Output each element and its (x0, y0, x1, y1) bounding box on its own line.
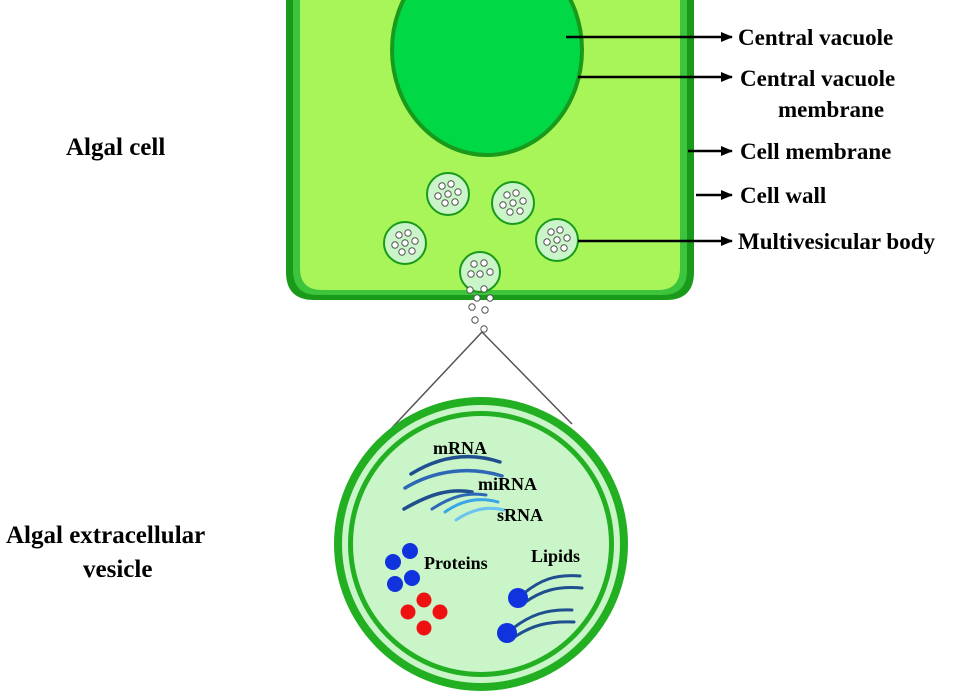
multivesicular-body-label: Multivesicular body (738, 229, 936, 254)
mrna-label: mRNA (433, 438, 487, 458)
algal-cell-label: Algal cell (66, 134, 165, 161)
central-vacuole-membrane-label-line2: membrane (778, 97, 884, 122)
extracellular-vesicle (334, 397, 628, 691)
mirna-label: miRNA (478, 474, 537, 494)
algal-cell (286, 0, 694, 300)
srna-label: sRNA (497, 505, 543, 525)
lipid-molecule (508, 574, 584, 608)
central-vacuole-membrane-label-line1: Central vacuole (740, 66, 895, 91)
multivesicular-body (383, 221, 427, 265)
released-vesicles (466, 285, 494, 333)
central-vacuole (390, 0, 584, 157)
lipids-label: Lipids (531, 546, 580, 566)
mrna-strand (403, 454, 504, 490)
central-vacuole-label: Central vacuole (738, 25, 893, 50)
cell-membrane-label: Cell membrane (740, 139, 891, 164)
protein-cluster-blue (385, 543, 420, 592)
proteins-label: Proteins (424, 553, 488, 573)
multivesicular-body (535, 218, 579, 262)
mirna-strand (402, 489, 488, 511)
multivesicular-body (491, 181, 535, 225)
lipid-molecule (497, 608, 576, 643)
cell-wall-label: Cell wall (740, 183, 826, 208)
zoom-lines (387, 331, 573, 433)
protein-cluster-red (400, 592, 448, 636)
algal-ev-label-line2: vesicle (83, 556, 152, 583)
pointer-arrows (566, 32, 733, 246)
multivesicular-body-fusing (459, 251, 501, 293)
algal-ev-label-line1: Algal extracellular (6, 522, 205, 549)
srna-strand (443, 498, 506, 522)
multivesicular-body (426, 172, 470, 216)
